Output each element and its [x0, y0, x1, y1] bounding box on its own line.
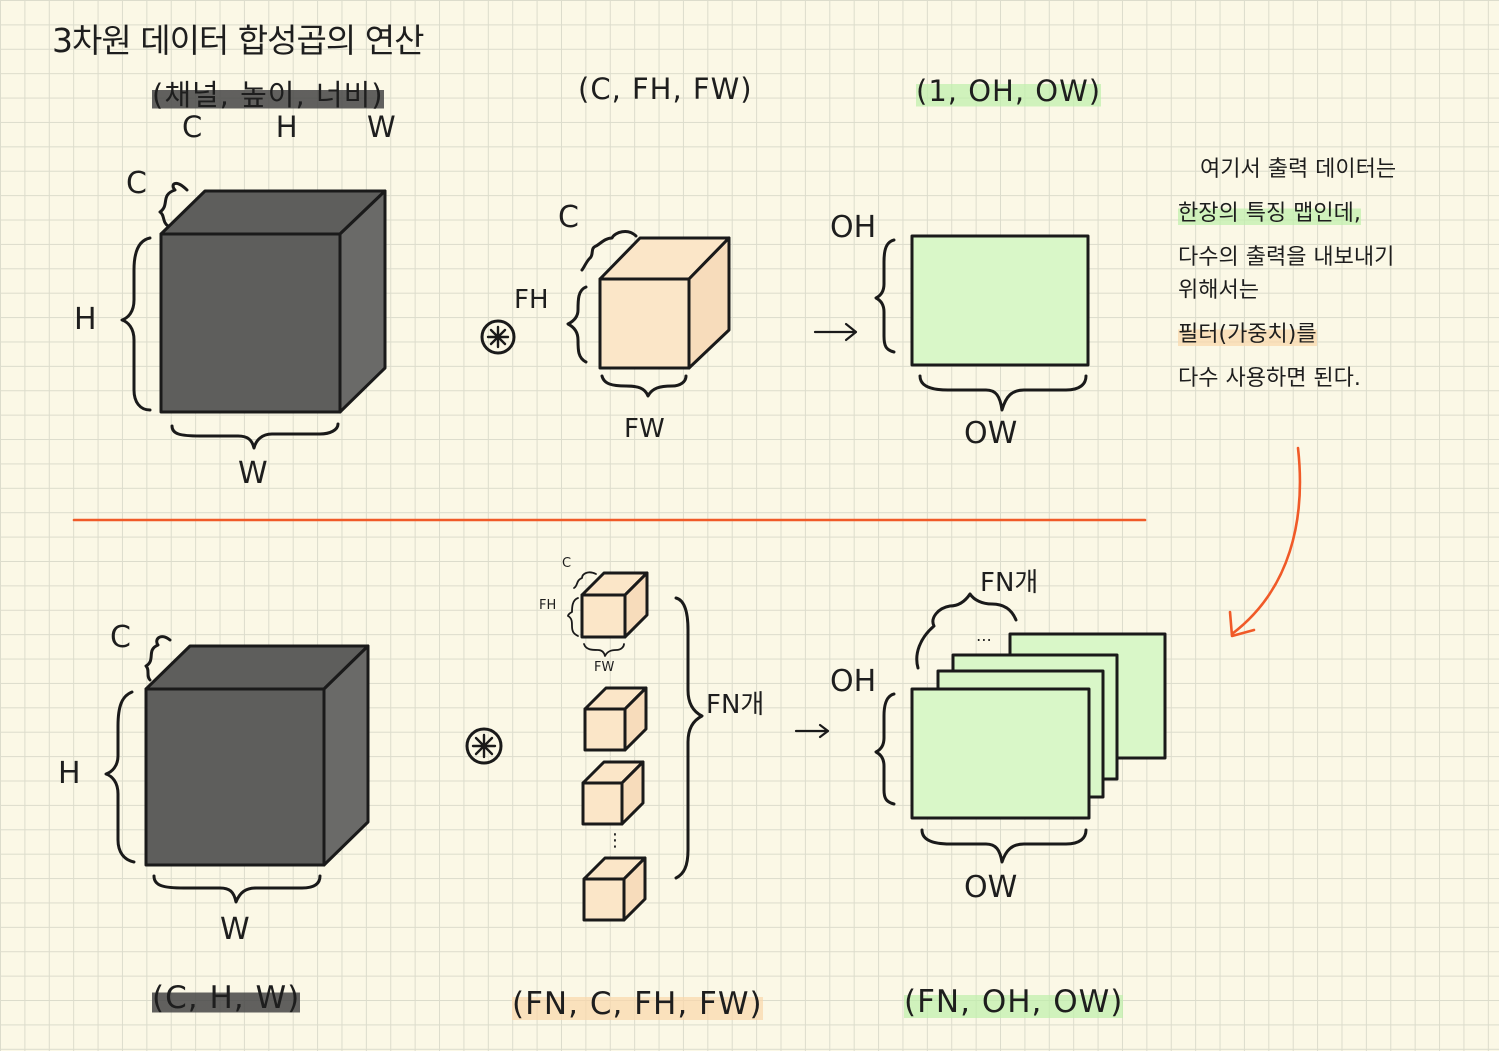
input-axis-c: C	[182, 110, 204, 144]
input-shape-bottom-text: (C, H, W)	[152, 980, 301, 1016]
brace-filter-c-top	[580, 230, 638, 272]
filter-count-label: FN개	[706, 690, 765, 720]
brace-input-c-bottom	[144, 635, 172, 682]
brace-output-ow-top	[918, 374, 1088, 412]
filter-fw-label-top: FW	[624, 414, 665, 444]
filter-c-label-top: C	[558, 200, 579, 235]
note-line-3: 다수의 출력을 내보내기	[1178, 245, 1395, 270]
output-ow-label-top: OW	[964, 416, 1018, 451]
filter-cube-n	[582, 856, 647, 922]
brace-filter-small-fh	[567, 597, 579, 637]
brace-filter-count	[674, 596, 704, 880]
input-w-label-bottom: W	[220, 912, 250, 947]
convolution-symbol-top	[480, 319, 516, 355]
brace-output-oh-top	[874, 238, 896, 354]
filter-cube-top	[598, 236, 731, 370]
input-axis-w: W	[366, 110, 397, 144]
filter-cube-3	[581, 760, 645, 826]
brace-input-h-bottom	[104, 690, 136, 864]
input-cube-bottom	[144, 644, 370, 867]
brace-filter-small-c	[573, 571, 597, 589]
output-dots: ⋯	[976, 630, 992, 649]
convolution-symbol-bottom	[465, 727, 503, 765]
filter-shape-top: (C, FH, FW)	[578, 72, 753, 106]
filter-fh-label-top: FH	[514, 285, 549, 315]
arrow-top	[813, 322, 858, 342]
note-line-4: 위해서는	[1178, 278, 1259, 303]
filter-fh-label-bottom: FH	[539, 598, 557, 613]
filter-cube-2	[583, 686, 648, 752]
brace-filter-fh-top	[566, 285, 588, 364]
output-shape-top-text: (1, OH, OW)	[916, 74, 1102, 108]
filter-dots: ⋮	[606, 830, 624, 851]
output-map-1	[910, 687, 1091, 820]
note-line-2: 한장의 특징 맵인데,	[1178, 201, 1478, 246]
brace-output-count	[915, 592, 1018, 670]
brace-input-h-top	[120, 236, 152, 412]
filter-shape-bottom-text: (FN, C, FH, FW)	[512, 986, 763, 1022]
brace-filter-fw-top	[600, 374, 688, 398]
filter-shape-bottom: (FN, C, FH, FW)	[512, 986, 763, 1022]
filter-fw-label-bottom: FW	[594, 660, 615, 675]
note-line-1: 여기서 출력 데이터는	[1200, 157, 1397, 182]
output-oh-label-bottom: OH	[830, 664, 877, 699]
note-line-6: 다수 사용하면 된다.	[1178, 366, 1361, 391]
input-h-label-top: H	[74, 302, 97, 337]
input-shape-bottom: (C, H, W)	[152, 980, 301, 1016]
input-w-label-top: W	[238, 456, 268, 491]
page-title: 3차원 데이터 합성곱의 연산	[52, 21, 424, 60]
output-map-top	[910, 234, 1090, 367]
input-c-label-top: C	[126, 166, 147, 201]
explanation-note: 여기서 출력 데이터는 한장의 특징 맵인데, 다수의 출력을 내보내기 위해서…	[1178, 158, 1478, 411]
output-shape-bottom: (FN, OH, OW)	[904, 984, 1124, 1020]
filter-cube-1	[580, 571, 649, 639]
brace-output-oh-bottom	[874, 692, 896, 806]
output-shape-bottom-text: (FN, OH, OW)	[904, 984, 1124, 1020]
note-line-5-text: 필터(가중치)를	[1178, 322, 1317, 347]
input-c-label-bottom: C	[110, 620, 131, 655]
brace-filter-small-fw	[583, 643, 625, 657]
brace-output-ow-bottom	[920, 828, 1088, 864]
input-axis-h: H	[275, 110, 299, 144]
note-line-5: 필터(가중치)를	[1178, 322, 1478, 367]
output-count-label: FN개	[980, 568, 1039, 598]
input-shape-top-text: (채널, 높이, 너비)	[152, 78, 384, 112]
output-ow-label-bottom: OW	[964, 870, 1018, 905]
output-shape-top: (1, OH, OW)	[916, 74, 1102, 108]
filter-c-label-bottom: C	[562, 556, 572, 571]
arrow-bottom	[794, 723, 830, 739]
output-oh-label-top: OH	[830, 210, 877, 245]
brace-input-w-top	[170, 422, 340, 450]
note-line-2-text: 한장의 특징 맵인데,	[1178, 201, 1361, 226]
hand-arrow	[1228, 446, 1302, 638]
input-shape-top: (채널, 높이, 너비)	[152, 72, 384, 114]
brace-input-w-bottom	[152, 874, 322, 904]
brace-input-c-top	[158, 181, 189, 228]
input-axes: C H W	[182, 110, 397, 144]
input-h-label-bottom: H	[58, 756, 81, 791]
input-cube-top	[159, 189, 387, 414]
